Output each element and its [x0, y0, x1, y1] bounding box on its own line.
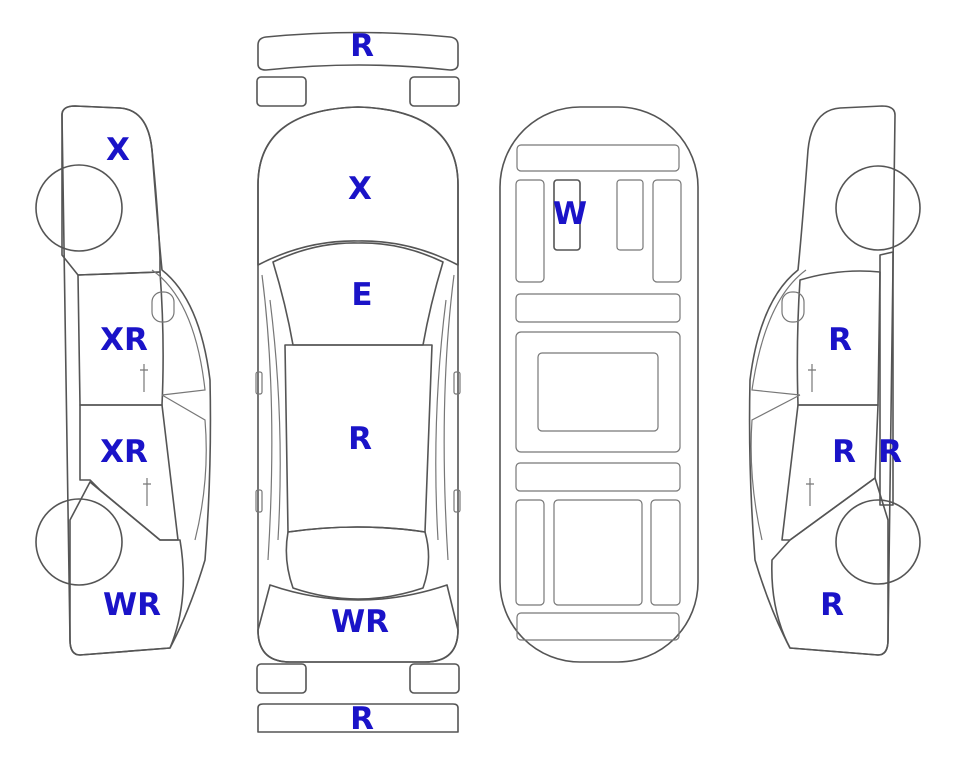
interior-view	[499, 106, 699, 663]
label-rear-bumper: R	[350, 701, 374, 737]
label-left-front-fender: X	[106, 132, 130, 168]
label-right-rocker: R	[878, 434, 902, 470]
label-interior-seat: W	[553, 196, 587, 232]
left-body-outline	[61, 105, 212, 656]
label-rear-window: WR	[331, 604, 389, 640]
label-left-rear-quarter: WR	[103, 587, 161, 623]
label-right-rear-quarter: R	[820, 587, 844, 623]
interior-outline	[499, 106, 699, 663]
rear-left-light	[256, 663, 307, 694]
hood-panel[interactable]	[257, 106, 459, 266]
label-hood: X	[348, 171, 372, 207]
rear-window-panel[interactable]	[257, 584, 459, 663]
left-rear-wheel	[35, 498, 123, 586]
left-front-wheel	[35, 164, 123, 252]
front-bumper-panel[interactable]	[257, 31, 459, 71]
rear-right-light	[409, 663, 460, 694]
left-front-fender-panel[interactable]	[61, 105, 161, 276]
label-left-rear-door: XR	[100, 434, 148, 470]
right-rear-wheel	[835, 499, 921, 585]
label-front-bumper: R	[350, 28, 374, 64]
right-rear-quarter-panel[interactable]	[771, 477, 889, 656]
right-side-view	[748, 105, 921, 656]
right-front-wheel	[835, 165, 921, 251]
front-right-light	[409, 76, 460, 107]
right-rear-door-panel[interactable]	[781, 404, 879, 541]
label-roof: R	[348, 421, 372, 457]
left-rear-door-panel[interactable]	[79, 404, 179, 541]
interior-seat-panel[interactable]	[553, 179, 581, 251]
front-left-light	[256, 76, 307, 107]
top-view	[255, 31, 461, 733]
rear-bumper-panel[interactable]	[257, 703, 459, 733]
damage-labels: R X E R WR R W X XR XR WR R R R R	[100, 28, 902, 737]
label-windshield: E	[351, 277, 372, 313]
left-side-view	[35, 105, 212, 656]
left-rear-quarter-panel[interactable]	[69, 481, 185, 656]
windshield-panel[interactable]	[272, 242, 444, 346]
right-rocker-panel[interactable]	[879, 251, 894, 506]
label-right-rear-door: R	[832, 434, 856, 470]
label-left-front-door: XR	[100, 322, 148, 358]
label-right-front-door: R	[828, 322, 852, 358]
rear-window-glass	[285, 526, 430, 600]
